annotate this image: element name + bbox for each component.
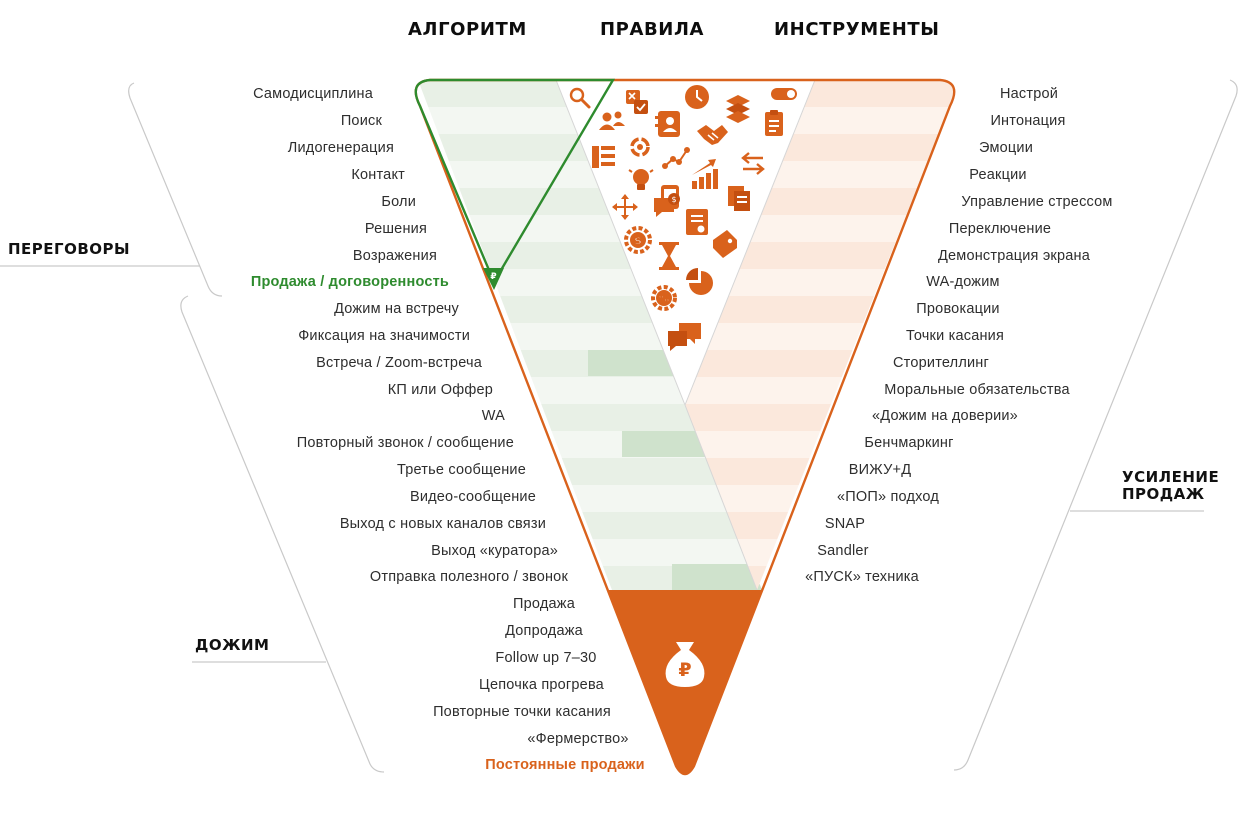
tool-item: Бенчмаркинг [864,435,954,451]
layers-icon [726,95,750,123]
category-follow-up: ДОЖИМ [195,636,270,654]
algorithm-item: Третье сообщение [396,462,526,478]
algorithm-item: Выход с новых каналов связи [339,516,546,532]
tool-item: Переключение [948,221,1052,237]
svg-text:₽: ₽ [678,659,691,681]
category-sales-boost-line1: УСИЛЕНИЕ [1122,468,1220,486]
algorithm-item: Контакт [351,167,405,183]
algorithm-item: Видео-сообщение [409,489,536,505]
move-icon [612,194,638,220]
algorithm-item: Поиск [340,113,382,129]
bracket-negotiations [0,82,223,297]
svg-text:$: $ [671,195,676,204]
contact-card-icon [655,111,680,137]
tool-item: WA-дожим [926,274,1000,290]
cycle-icon [630,137,650,157]
tool-item: «ПУСК» техника [805,569,919,585]
tool-item: Моральные обязательства [884,382,1070,398]
algorithm-item-deal: Продажа / договоренность [250,274,449,290]
algorithm-item: Повторный звонок / сообщение [296,435,514,451]
tool-item: SNAP [824,516,866,532]
algorithm-item: Выход «куратора» [431,543,558,559]
algorithm-item: Возражения [352,248,437,264]
lightbulb-icon [628,169,654,190]
graph-icon [662,147,690,169]
tool-item: Sandler [817,543,869,559]
algorithm-item: Фиксация на значимости [298,328,470,344]
category-negotiations: ПЕРЕГОВОРЫ [8,240,131,258]
tool-item: «Дожим на доверии» [872,408,1018,424]
percent-gear-icon: % [651,285,677,311]
algorithm-item: Боли [381,194,416,210]
tool-item: Реакции [969,167,1027,183]
coin-gear-icon: $ [624,226,652,254]
documents-icon [728,186,750,211]
algorithm-item: КП или Оффер [387,382,493,398]
handshake-icon [697,125,728,145]
search-icon [569,87,591,109]
category-sales-boost-line2: ПРОДАЖ [1122,485,1205,503]
algorithm-item: Дожим на встречу [334,301,459,317]
certificate-icon [686,209,708,235]
bracket-sales-boost [953,79,1238,771]
money-bag-icon: ₽ [665,642,705,687]
tool-item: Интонация [990,113,1066,129]
algorithm-item: Решения [364,221,427,237]
small-money-bag-icon: ₽ [483,268,504,290]
tool-item: «ПОП» подход [836,489,940,505]
tool-item: Точки касания [905,328,1005,344]
swap-arrows-icon [741,152,765,175]
hourglass-icon [659,242,679,270]
follow-up-item: Follow up 7–30 [495,650,597,666]
clock-icon [685,85,709,109]
growth-chart-icon [692,159,718,189]
chat-bubbles-icon [668,323,701,351]
org-chart-icon [592,146,615,168]
clipboard-icon [765,110,783,136]
pie-chart-icon [686,268,713,295]
algorithm-item: Отправка полезного / звонок [369,569,568,585]
header-tools: ИНСТРУМЕНТЫ [774,19,940,40]
tool-item: Сторителлинг [893,355,989,371]
tool-item: ВИЖУ+Д [848,462,912,478]
bracket-follow-up [180,295,385,773]
checklist-icon [626,90,648,114]
follow-up-item: Продажа [513,596,575,612]
follow-up-item: Допродажа [505,623,583,639]
chat-dollar-icon: $ [654,193,680,217]
follow-up-item: «Фермерство» [527,731,629,747]
team-icon [599,111,625,130]
negotiation-outline [414,78,616,285]
tool-item: Управление стрессом [961,194,1113,210]
svg-text:$: $ [634,234,642,247]
follow-up-item: Повторные точки касания [433,704,611,720]
follow-up-item-permanent-sales: Постоянные продажи [485,757,645,773]
rules-zone [556,80,815,405]
tool-item: Провокации [916,301,1000,317]
toggle-icon [771,88,797,100]
header-rules: ПРАВИЛА [600,19,705,40]
tool-item: Демонстрация экрана [938,248,1090,264]
svg-text:₽: ₽ [490,272,496,282]
algorithm-item: Самодисциплина [253,86,373,102]
algorithm-item: Встреча / Zoom-встреча [316,355,482,371]
tool-item: Эмоции [979,140,1033,156]
follow-up-item: Цепочка прогрева [479,677,604,693]
tool-item: Настрой [999,86,1059,102]
algorithm-item: WA [481,408,505,424]
algorithm-item: Лидогенерация [287,140,394,156]
price-tag-icon [713,230,737,258]
header-algorithm: АЛГОРИТМ [408,19,527,40]
svg-text:%: % [659,294,669,305]
